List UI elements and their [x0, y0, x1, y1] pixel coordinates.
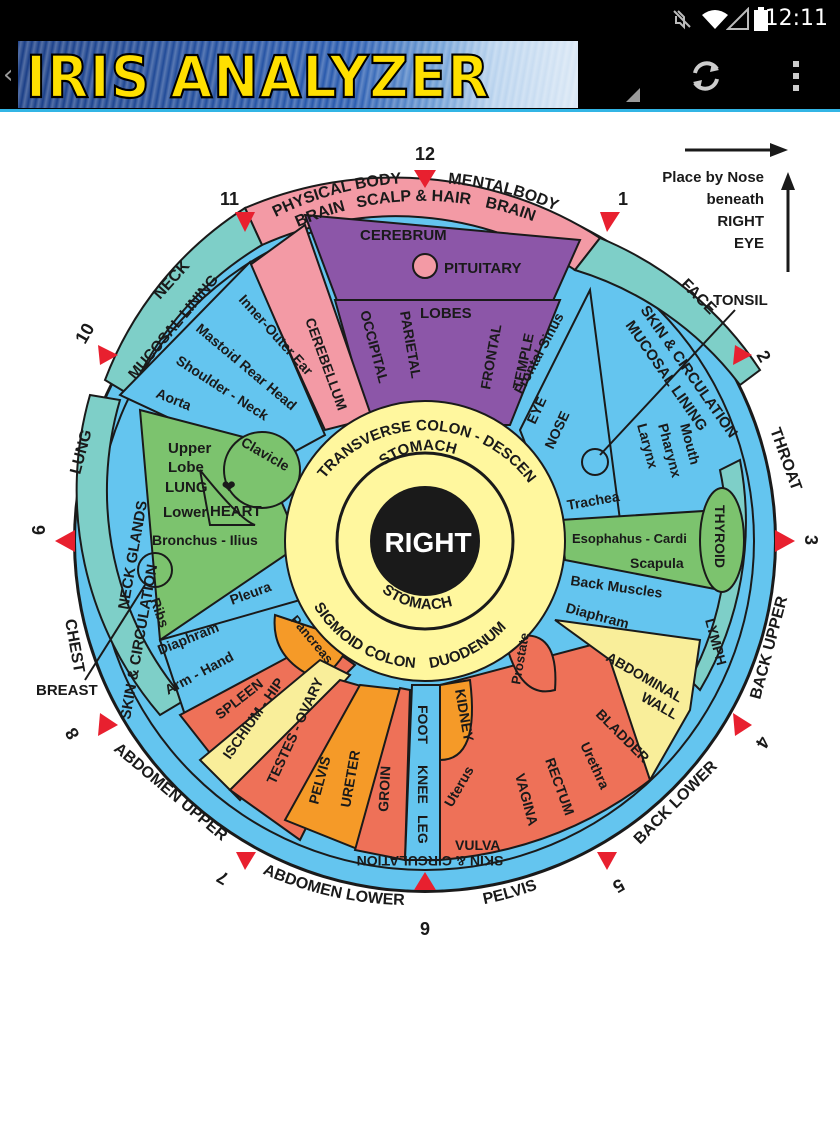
- clock-11: 11: [220, 189, 239, 209]
- foot-label: FOOT: [415, 705, 431, 744]
- iris-chart: RIGHT PHYSICAL BODY MENTALBODY BRAIN SCA…: [0, 112, 840, 1147]
- pituitary-marker: [413, 254, 437, 278]
- overflow-menu-icon[interactable]: [786, 56, 806, 96]
- spinner-indicator-icon[interactable]: [626, 88, 640, 102]
- clock-4: 4: [752, 733, 774, 752]
- heart-icon: ❤: [222, 479, 235, 496]
- pituitary-label: PITUITARY: [444, 260, 522, 277]
- breast-label: BREAST: [36, 682, 98, 699]
- cerebrum-label: CEREBRUM: [360, 227, 447, 244]
- upper-lobe-label: Upper: [168, 440, 212, 457]
- clock-8: 8: [61, 724, 83, 743]
- clock-1: 1: [618, 189, 628, 209]
- leg-label: LEG: [415, 815, 431, 844]
- mute-icon: [670, 7, 694, 31]
- clock-6: 6: [29, 525, 49, 535]
- status-bar: 12:11: [0, 0, 840, 36]
- heart-label: HEART: [210, 503, 262, 520]
- vulva-label: VULVA: [455, 837, 500, 853]
- app-title: IRIS ANALYZER: [26, 43, 490, 108]
- clock-5: 5: [609, 875, 628, 897]
- knee-label: KNEE: [415, 765, 431, 804]
- instruction-line-2: beneath: [706, 191, 764, 208]
- refresh-icon[interactable]: [686, 56, 726, 96]
- clock-7: 7: [213, 867, 232, 889]
- groin-label: GROIN: [375, 765, 393, 812]
- instruction-line-1: Place by Nose: [662, 169, 764, 186]
- app-logo[interactable]: IRIS ANALYZER: [18, 41, 578, 108]
- lobes-label: LOBES: [420, 305, 472, 322]
- chest-label: CHEST: [61, 618, 87, 675]
- instruction-line-3: RIGHT: [717, 213, 764, 230]
- scapula-label: Scapula: [630, 555, 684, 571]
- instruction-line-4: EYE: [734, 235, 764, 252]
- signal-icon: [726, 7, 750, 31]
- clock-10: 10: [71, 320, 98, 347]
- tonsil-label: TONSIL: [713, 292, 768, 309]
- lower-label: Lower: [163, 504, 207, 521]
- lobe-label: Lobe: [168, 459, 204, 476]
- clock-12: 12: [415, 144, 435, 164]
- bronchus-label: Bronchus - Ilius: [152, 532, 258, 548]
- clock-3: 3: [801, 535, 821, 545]
- status-time: 12:11: [765, 6, 828, 31]
- lung-label: LUNG: [165, 479, 208, 496]
- center-label: RIGHT: [384, 527, 471, 558]
- clock-9: 9: [420, 919, 430, 939]
- esophagus-label: Esophahus - Cardi: [572, 531, 687, 546]
- chevron-left-icon[interactable]: ‹: [3, 60, 13, 90]
- action-bar: ‹ IRIS ANALYZER: [0, 36, 840, 112]
- skin-circ-bottom-label: SKIN & CIRCULATION: [357, 853, 504, 869]
- thyroid-label: THYROID: [712, 505, 728, 568]
